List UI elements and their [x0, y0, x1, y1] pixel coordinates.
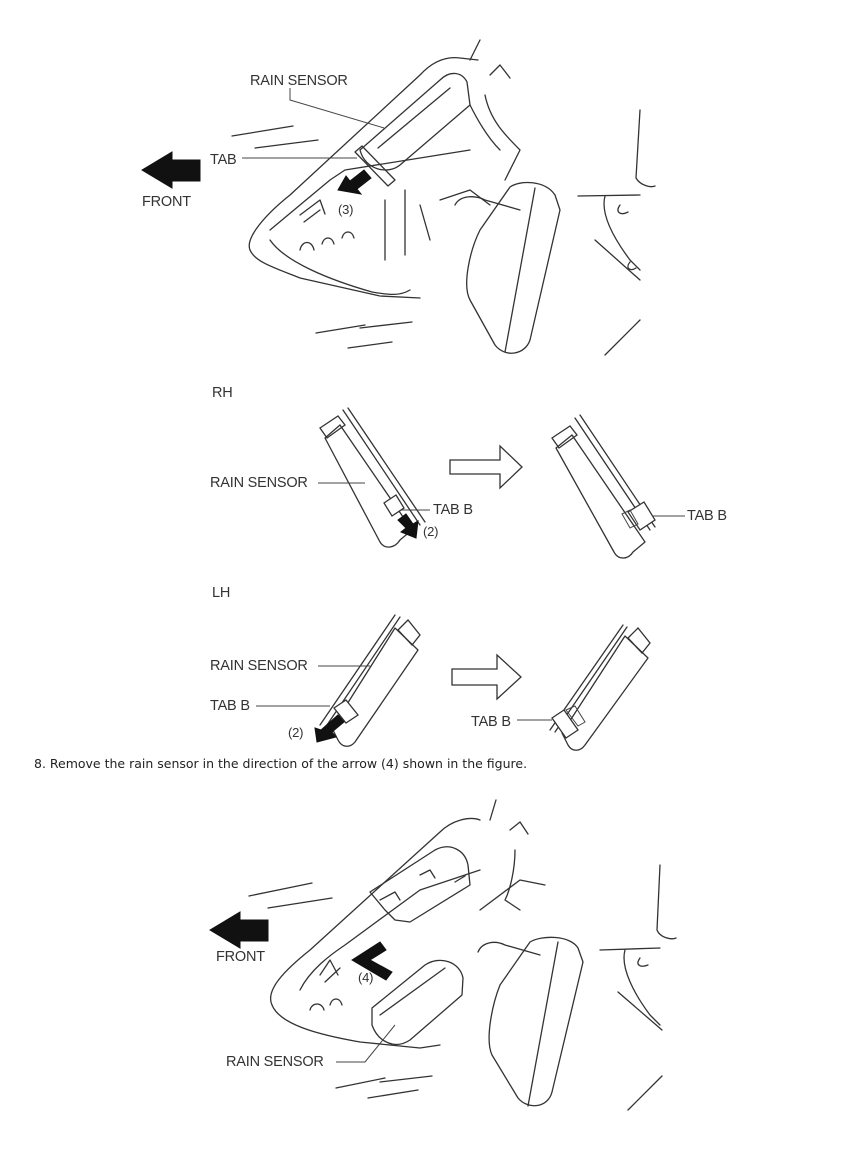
transition-arrow-icon	[451, 653, 522, 701]
label-rain-sensor: RAIN SENSOR	[226, 1054, 324, 1070]
label-rain-sensor-rh: RAIN SENSOR	[210, 475, 308, 491]
transition-arrow-icon	[449, 444, 523, 490]
figure-rain-sensor-removal: FRONT (4) RAIN SENSOR	[0, 780, 850, 1154]
figure-1-drawing	[141, 39, 656, 356]
label-arrow-step-2-rh: (2)	[423, 524, 439, 539]
figure-rh-drawing	[318, 407, 685, 559]
label-tab-b-rh-before: TAB B	[433, 502, 473, 518]
heading-lh: LH	[212, 585, 231, 601]
figure-rh-tab-b: RH RAIN SENSOR TAB B (2) TAB B	[0, 380, 850, 560]
front-arrow-icon	[209, 911, 269, 949]
label-arrow-step-2-lh: (2)	[288, 725, 304, 740]
figure-lh-drawing	[256, 614, 651, 751]
figure-rain-sensor-tab-release: RAIN SENSOR TAB FRONT (3)	[0, 0, 850, 370]
heading-rh: RH	[212, 385, 233, 401]
arrow-4-icon	[351, 941, 393, 981]
label-rain-sensor: RAIN SENSOR	[250, 73, 348, 89]
figure-3-drawing	[209, 799, 677, 1111]
label-tab-b-rh-after: TAB B	[687, 508, 727, 524]
label-arrow-step-4: (4)	[358, 970, 374, 985]
front-arrow-icon	[141, 151, 201, 189]
arrow-2-icon	[397, 513, 419, 539]
figure-lh-tab-b: LH RAIN SENSOR TAB B (2) TAB B	[0, 580, 850, 751]
label-front: FRONT	[216, 949, 265, 965]
label-front: FRONT	[142, 194, 191, 210]
arrow-2-icon	[314, 714, 345, 743]
label-rain-sensor-lh: RAIN SENSOR	[210, 658, 308, 674]
step-8-instruction: 8. Remove the rain sensor in the directi…	[34, 756, 528, 771]
arrow-3-icon	[337, 169, 372, 195]
label-arrow-step-3: (3)	[338, 202, 354, 217]
label-tab-b-lh-before: TAB B	[210, 698, 250, 714]
label-tab-b-lh-after: TAB B	[471, 714, 511, 730]
label-tab: TAB	[210, 152, 237, 168]
